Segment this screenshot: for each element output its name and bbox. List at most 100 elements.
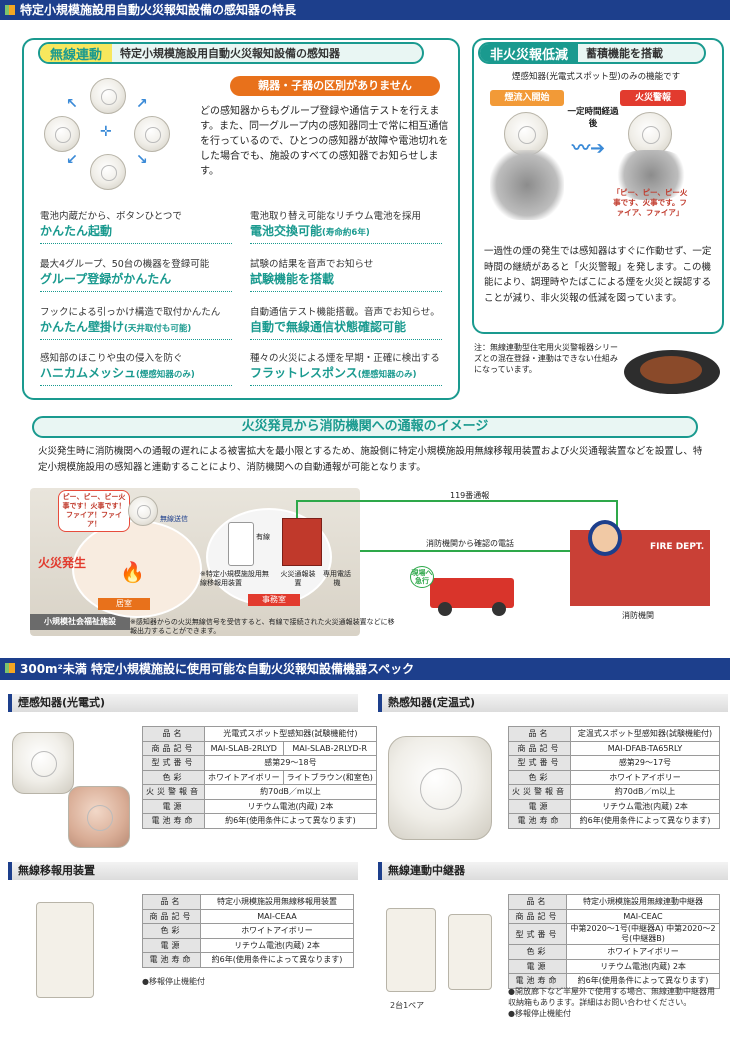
- spec-row: 電源リチウム電池(内蔵) 2本: [142, 798, 377, 814]
- wireless-panel-title: 無線連動 特定小規模施設用自動火災報知設備の感知器: [38, 42, 424, 64]
- spec-key: 色彩: [508, 944, 567, 960]
- arrow-icon: ↙: [66, 152, 78, 168]
- spec-row: 品名定温式スポット型感知器(試験機能付): [508, 726, 720, 742]
- smoke-detector-icon: [44, 116, 80, 152]
- fire-dept-sign: FIRE DEPT.: [650, 542, 705, 552]
- feature-item: フックによる引っかけ構造で取付かんたんかんたん壁掛け(天井取付も可能): [40, 306, 232, 340]
- feature-title: フラットレスポンス(煙感知器のみ): [250, 366, 417, 380]
- alarm-bubble: ピー、ピー、ピー火事です！火事です！ファイア！ファイア！: [58, 490, 130, 532]
- spec-value: 中第2020～1号(中継器A) 中第2020～2号(中継器B): [566, 923, 720, 945]
- spec-value: ホワイトアイボリー: [570, 769, 720, 785]
- feature-caption: 自動通信テスト機能搭載。音声でお知らせ。: [250, 307, 440, 318]
- section-header-text: 300m²未満 特定小規模施設に使用可能な自動火災報知設備機器スペック: [20, 662, 415, 676]
- spec-value: 感第29～17号: [570, 755, 720, 771]
- spec-key: 商品記号: [142, 740, 205, 756]
- spec-key: 色彩: [142, 769, 205, 785]
- wireless-tx-label: 無線送信: [160, 515, 188, 523]
- smoke-detector-photo: [12, 732, 74, 794]
- feature-item: 試験の結果を音声でお知らせ試験機能を搭載: [250, 258, 442, 292]
- wheel-icon: [492, 602, 506, 616]
- spec-value: 約6年(使用条件によって異なります): [570, 813, 720, 829]
- feature-title: グループ登録がかんたん: [40, 272, 172, 286]
- feature-caption: 電池取り替え可能なリチウム電池を採用: [250, 211, 422, 222]
- spec-key: 電池寿命: [508, 973, 567, 989]
- spec-row: 電源リチウム電池(内蔵) 2本: [508, 958, 720, 974]
- wireless-title-highlight: 無線連動: [40, 44, 113, 62]
- feature-item: 感知部のほこりや虫の侵入を防ぐハニカムメッシュ(煙感知器のみ): [40, 352, 232, 386]
- false-alarm-title-highlight: 非火災報低減: [480, 44, 579, 62]
- spec-value: 約70dB／m以上: [204, 784, 377, 800]
- false-alarm-title-text: 蓄積機能を搭載: [586, 47, 664, 60]
- spec-value: 特定小規模施設用無線移報用装置: [200, 894, 354, 910]
- section-header-specs: 300m²未満 特定小規模施設に使用可能な自動火災報知設備機器スペック: [0, 658, 730, 680]
- spec-row: 色彩ホワイトアイボリー: [508, 769, 720, 785]
- spec-value: ホワイトアイボリー: [200, 923, 354, 939]
- smoke-detector-icon: [134, 116, 170, 152]
- spec-row: 色彩ホワイトアイボリーライトブラウン(和室色): [142, 769, 377, 785]
- feature-qualifier: (天井取付も可能): [124, 324, 192, 334]
- repeater-note-1: ●開放廊下など半屋外で使用する場合、無線連動中継器用収納箱もあります。詳細はお問…: [508, 987, 715, 1007]
- wireless-title-text: 特定小規模施設用自動火災報知設備の感知器: [120, 47, 341, 60]
- feature-item: 電池取り替え可能なリチウム電池を採用電池交換可能(寿命約6年): [250, 210, 442, 244]
- spec-value: 特定小規模施設用無線連動中継器: [566, 894, 720, 910]
- wireless-description: どの感知器からもグループ登録や通信テストを行えます。また、同一グループ内の感知器…: [200, 106, 449, 177]
- header-square-icon: [5, 663, 15, 673]
- steak-illustration: [640, 356, 702, 384]
- spec-key: 火災警報音: [508, 784, 571, 800]
- spec-value: ホワイトアイボリー: [566, 944, 720, 960]
- feature-caption: 種々の火災による煙を早期・正確に検出する: [250, 353, 440, 364]
- spec-value: リチウム電池(内蔵) 2本: [566, 958, 720, 974]
- smoke-detector-brown-photo: [68, 786, 130, 848]
- spec-value: MAI-CEAC: [566, 908, 720, 924]
- feature-caption: 電池内蔵だから、ボタンひとつで: [40, 211, 182, 222]
- spec-key: 型式番号: [508, 755, 571, 771]
- smoke-detector-icon: [628, 112, 672, 156]
- relay-device-icon: [228, 522, 254, 566]
- spec-value: 光電式スポット型感知器(試験機能付): [204, 726, 377, 742]
- spec-key: 火災警報音: [142, 784, 205, 800]
- connection-line: [360, 550, 580, 552]
- section-header-features: 特定小規模施設用自動火災報知設備の感知器の特長: [0, 0, 730, 20]
- spec-key: 品名: [142, 726, 205, 742]
- feature-title: 自動で無線通信状態確認可能: [250, 320, 407, 334]
- spec-row: 電源リチウム電池(内蔵) 2本: [508, 798, 720, 814]
- smoke-cloud: [614, 150, 688, 200]
- spec-row: 火災警報音約70dB／m以上: [142, 784, 377, 800]
- spec-row: 型式番号中第2020～1号(中継器A) 中第2020～2号(中継器B): [508, 923, 720, 945]
- false-alarm-subtitle: 煙感知器(光電式スポット型)のみの機能です: [512, 72, 681, 82]
- feature-caption: 感知部のほこりや虫の侵入を防ぐ: [40, 353, 183, 364]
- fire-alarm-label: 火災警報: [620, 90, 686, 106]
- feature-qualifier: (煙感知器のみ): [136, 370, 195, 380]
- spec-value: 約70dB／m以上: [570, 784, 720, 800]
- heat-detector-photo: [388, 736, 492, 840]
- fire-icon: 🔥: [120, 560, 145, 584]
- rush-label: 現場へ急行: [410, 566, 434, 588]
- notification-image-title: 火災発見から消防機関への通報のイメージ: [32, 416, 698, 438]
- spec-key: 商品記号: [508, 908, 567, 924]
- spec-value: MAI-DFAB-TA65RLY: [570, 740, 720, 756]
- spec-row: 電池寿命約6年(使用条件によって異なります): [142, 813, 377, 829]
- arrow-icon: ↖: [66, 96, 78, 112]
- repeater-heading: 無線連動中継器: [378, 862, 728, 880]
- fire-outbreak-label: 火災発生: [38, 556, 87, 570]
- spec-key: 品名: [142, 894, 201, 910]
- feature-caption: 試験の結果を音声でお知らせ: [250, 259, 374, 270]
- feature-title: かんたん壁掛け(天井取付も可能): [40, 320, 192, 334]
- section-header-text: 特定小規模施設用自動火災報知設備の感知器の特長: [20, 3, 297, 17]
- arrow-icon: ✛: [100, 124, 112, 140]
- spec-value: 約6年(使用条件によって異なります): [200, 952, 354, 968]
- operator-illustration: [588, 520, 622, 556]
- spec-key: 電池寿命: [508, 813, 571, 829]
- relay-tx-note: ●移報停止機能付: [142, 977, 205, 986]
- smoke-cloud: [490, 150, 564, 220]
- spec-row: 電池寿命約6年(使用条件によって異なります): [142, 952, 354, 968]
- feature-caption: フックによる引っかけ構造で取付かんたん: [40, 307, 221, 318]
- call-119-label: 119番通報: [450, 491, 490, 500]
- spec-value: MAI-SLAB-2RLYD: [204, 740, 284, 756]
- notification-description: 火災発生時に消防機関への通報の遅れによる被害拡大を最小限とするため、施設側に特定…: [38, 446, 703, 473]
- spec-key: 電源: [142, 937, 201, 953]
